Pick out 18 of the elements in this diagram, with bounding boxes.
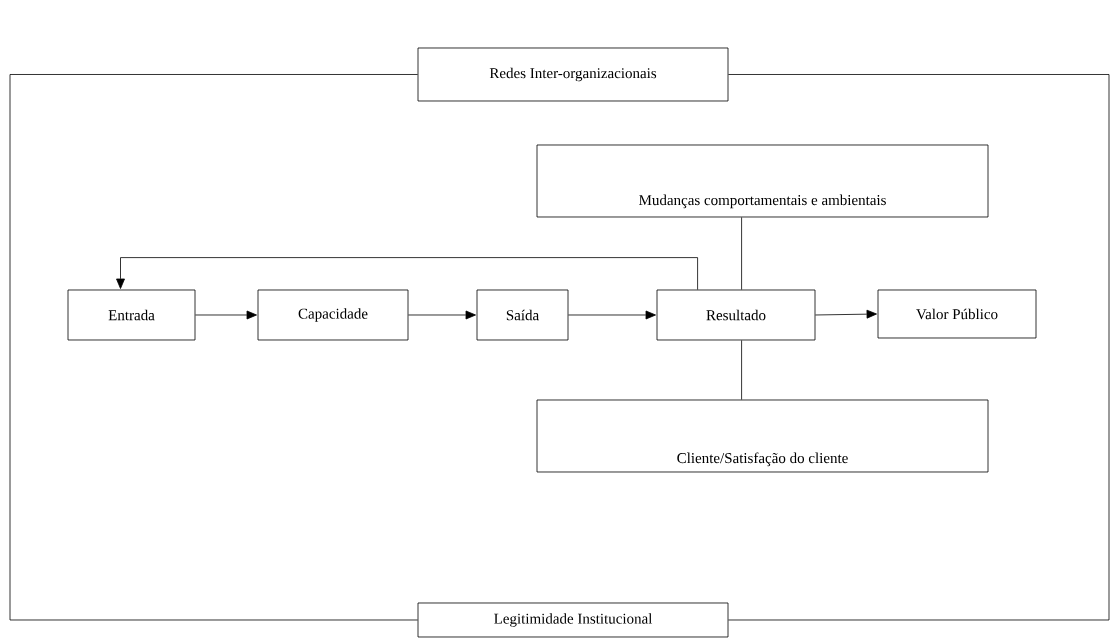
connector-line xyxy=(728,74,1110,621)
arrow xyxy=(568,310,656,320)
process-box: Saída xyxy=(476,289,569,341)
connector-line xyxy=(9,74,418,621)
process-box: Cliente/Satisfação do cliente xyxy=(536,399,989,473)
arrow xyxy=(195,310,257,320)
process-box: Capacidade xyxy=(257,289,409,341)
arrow xyxy=(815,309,877,319)
process-box: Mudanças comportamentais e ambientais xyxy=(536,144,989,218)
process-box: Legitimidade Institucional xyxy=(417,602,729,638)
connector-line xyxy=(741,217,742,290)
connector-line xyxy=(741,340,742,400)
process-box: Entrada xyxy=(67,289,196,341)
process-box: Resultado xyxy=(656,289,816,341)
arrow xyxy=(408,310,476,320)
process-box: Valor Público xyxy=(877,289,1037,339)
arrow xyxy=(116,257,698,290)
process-box: Redes Inter-organizacionais xyxy=(417,47,729,102)
